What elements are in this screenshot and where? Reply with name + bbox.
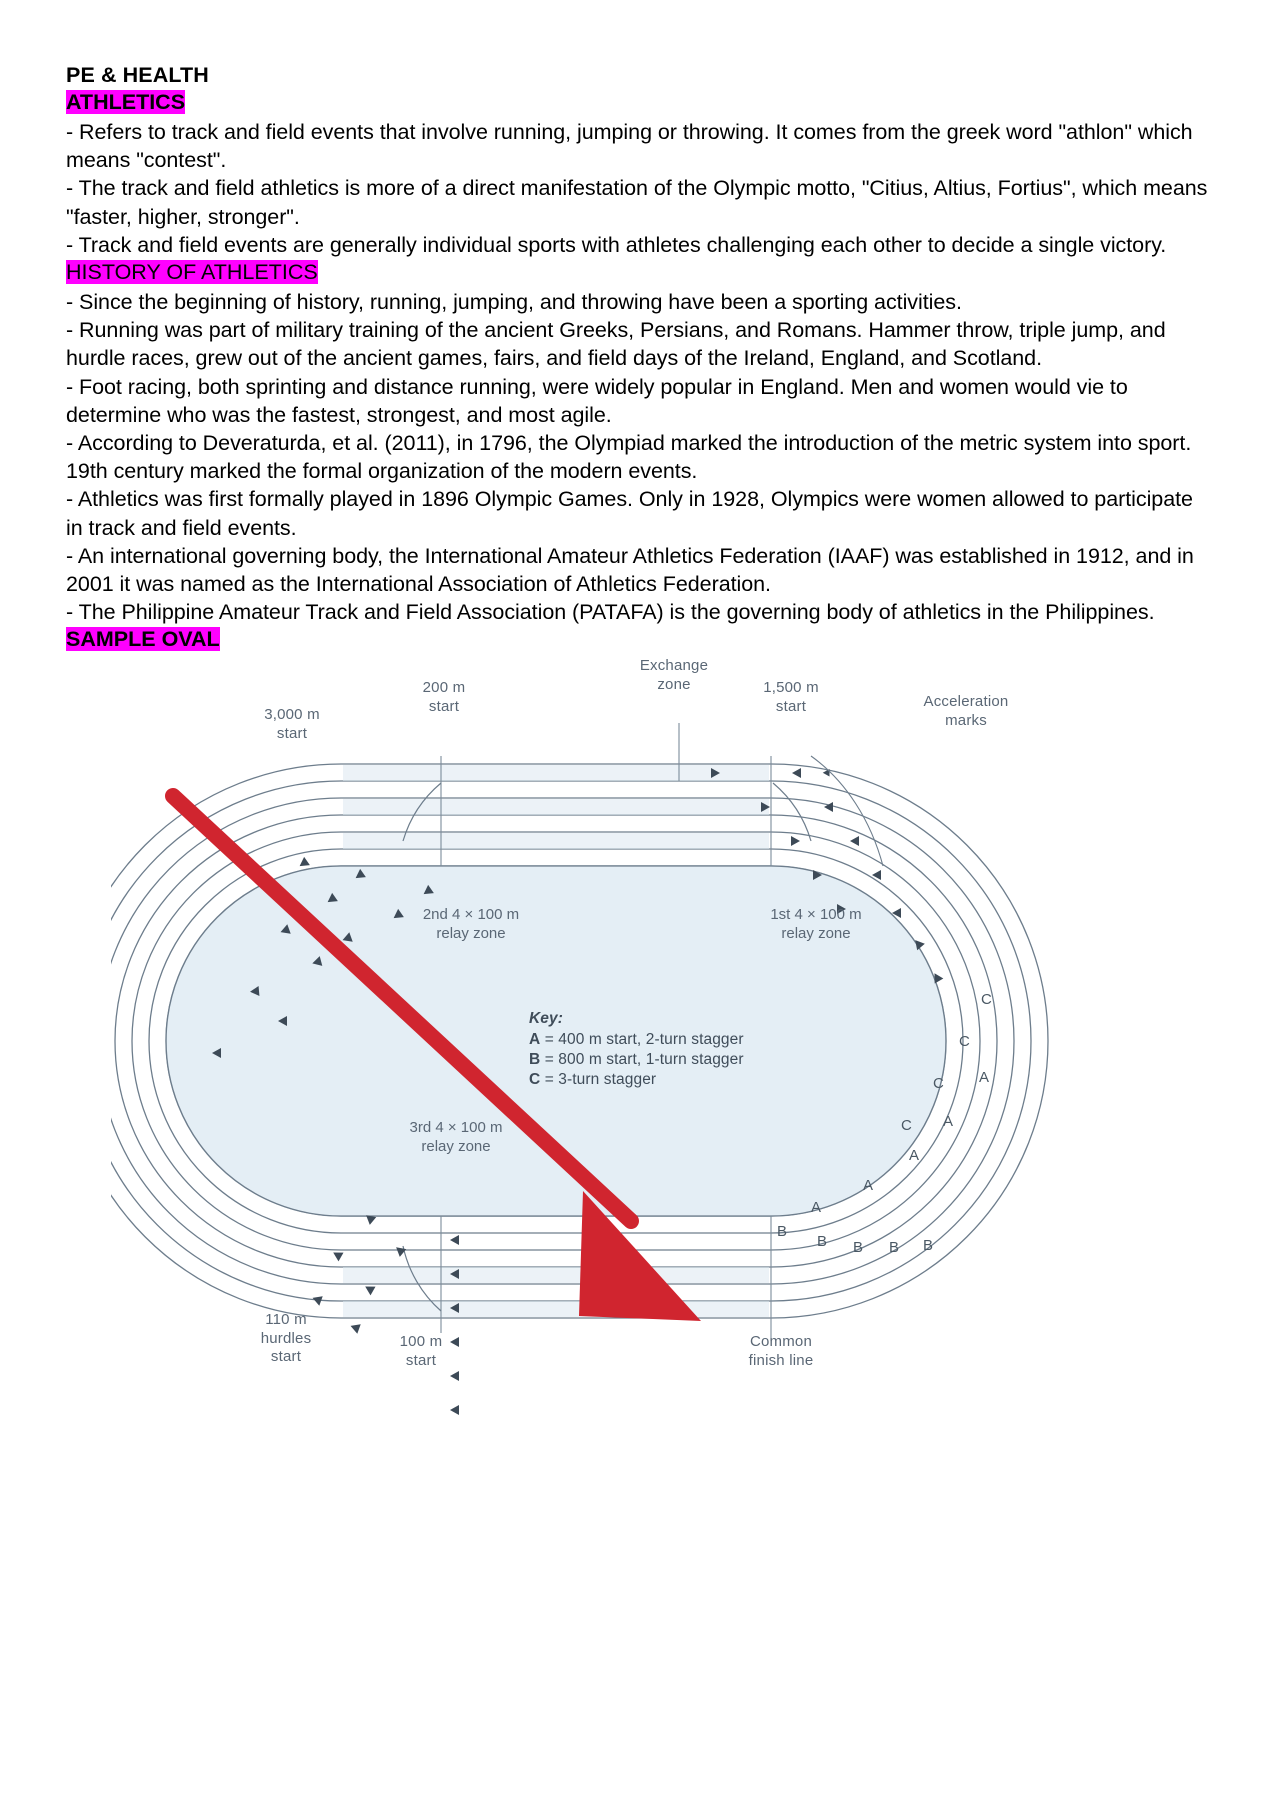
key-entry-b: B = 800 m start, 1-turn stagger	[529, 1050, 744, 1070]
label-1500m-start: 1,500 m start	[763, 679, 819, 715]
paragraph-history-3: - Foot racing, both sprinting and distan…	[66, 374, 1128, 427]
stagger-mark-c-2: C	[959, 1033, 970, 1051]
stagger-mark-c-4: C	[901, 1117, 912, 1135]
section-heading-history: HISTORY OF ATHLETICS	[66, 259, 1214, 288]
stagger-mark-a-5: A	[811, 1199, 822, 1217]
running-track-figure: 3,000 m start 200 m start Exchange zone …	[111, 657, 1111, 1447]
label-3000m-start: 3,000 m start	[264, 706, 320, 742]
figure-key: Key: A = 400 m start, 2-turn stagger B =…	[529, 1009, 744, 1090]
paragraph-history-7: - The Philippine Amateur Track and Field…	[66, 600, 1155, 625]
key-entry-c: C = 3-turn stagger	[529, 1070, 744, 1090]
key-text-b: = 800 m start, 1-turn stagger	[544, 1051, 744, 1069]
paragraph-history-5: - Athletics was first formally played in…	[66, 487, 1193, 540]
section-heading-sample-oval: SAMPLE OVAL	[66, 626, 1214, 655]
section-heading-history-text: HISTORY OF ATHLETICS	[66, 260, 318, 285]
page-title: PE & HEALTH	[66, 63, 209, 87]
stagger-mark-a-4: A	[863, 1177, 874, 1195]
paragraph-history-6: - An international governing body, the I…	[66, 543, 1194, 597]
paragraph-athletics-3: - Track and field events are generally i…	[66, 232, 1167, 257]
label-exchange-zone: Exchange zone	[639, 657, 709, 693]
paragraph-history-2: - Running was part of military training …	[66, 318, 1166, 371]
key-title: Key:	[529, 1010, 563, 1028]
stagger-mark-b-4: B	[889, 1239, 900, 1257]
label-1st-relay-zone: 1st 4 × 100 m relay zone	[770, 906, 862, 942]
paragraph-history-1: - Since the beginning of history, runnin…	[66, 290, 962, 315]
stagger-mark-c-1: C	[981, 991, 992, 1009]
key-entry-a: A = 400 m start, 2-turn stagger	[529, 1030, 744, 1050]
label-2nd-relay-zone: 2nd 4 × 100 m relay zone	[422, 906, 520, 942]
label-3rd-relay-zone: 3rd 4 × 100 m relay zone	[409, 1119, 503, 1155]
section-heading-athletics: ATHLETICS	[66, 89, 1214, 118]
stagger-mark-c-3: C	[933, 1075, 944, 1093]
stagger-mark-a-2: A	[943, 1113, 954, 1131]
label-100m-start: 100 m start	[399, 1333, 443, 1369]
paragraph-athletics-2: - The track and field athletics is more …	[66, 176, 1208, 229]
key-text-c: = 3-turn stagger	[544, 1071, 657, 1089]
paragraph-history-4: - According to Deveraturda, et al. (2011…	[66, 431, 1192, 484]
paragraph-athletics-1: - Refers to track and field events that …	[66, 120, 1193, 173]
stagger-mark-b-3: B	[853, 1239, 864, 1257]
stagger-mark-b-1: B	[777, 1223, 788, 1241]
key-text-a: = 400 m start, 2-turn stagger	[544, 1031, 744, 1049]
label-110m-hurdles-start: 110 m hurdles start	[260, 1311, 312, 1366]
stagger-mark-b-5: B	[923, 1237, 934, 1255]
stagger-mark-a-3: A	[909, 1147, 920, 1165]
label-200m-start: 200 m start	[422, 679, 466, 715]
stagger-mark-a-1: A	[979, 1069, 990, 1087]
key-mark-a: A	[529, 1031, 541, 1049]
label-acceleration-marks: Acceleration marks	[923, 693, 1009, 729]
stagger-mark-b-2: B	[817, 1233, 828, 1251]
section-heading-sample-oval-text: SAMPLE OVAL	[66, 627, 220, 652]
label-common-finish-line: Common finish line	[748, 1333, 814, 1369]
section-heading-athletics-text: ATHLETICS	[66, 90, 186, 114]
key-mark-c: C	[529, 1071, 541, 1089]
key-mark-b: B	[529, 1051, 541, 1069]
